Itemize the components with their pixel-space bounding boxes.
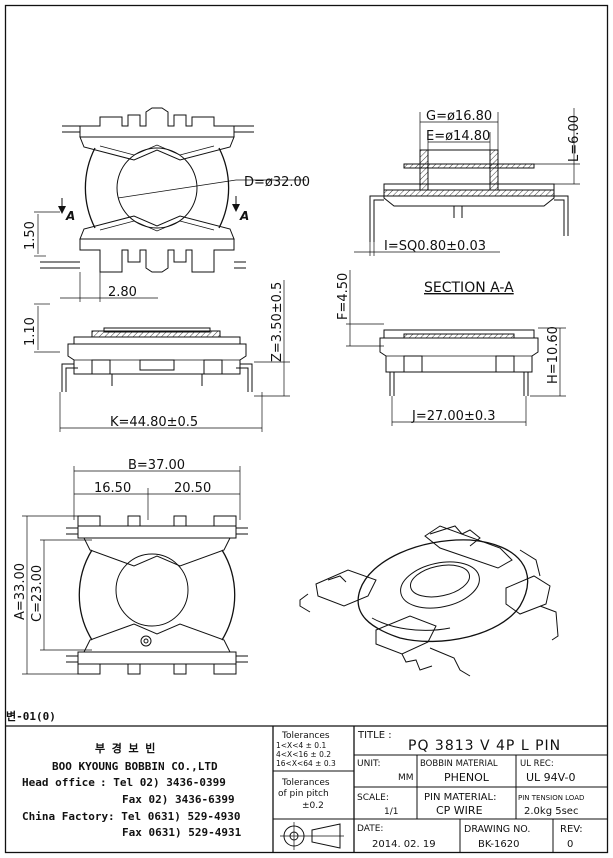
revision-note: 변-01(0) [6, 709, 56, 723]
side-view [34, 280, 290, 432]
drawing-no-value: BK-1620 [478, 839, 519, 850]
bottom-view [22, 466, 248, 675]
side-view-right [346, 270, 566, 426]
dim-z: Z=3.50±0.5 [270, 282, 285, 362]
china-factory-fax: Fax 0631) 529-4931 [122, 826, 242, 839]
section-mark-left: A [65, 209, 75, 223]
title-value: PQ 3813 V 4P L PIN [408, 738, 561, 754]
dim-j: J=27.00±0.3 [411, 409, 496, 424]
company-name: BOO KYOUNG BOBBIN CO.,LTD [52, 760, 218, 773]
unit-label: UNIT: [357, 759, 381, 769]
unit-value: MM [398, 773, 414, 783]
section-title: SECTION A-A [424, 280, 514, 296]
scale-label: SCALE: [357, 793, 389, 803]
dim-g: G=ø16.80 [426, 109, 492, 124]
tolerance-row-1: 1<X<4 ± 0.1 [276, 741, 326, 750]
ul-rec-label: UL REC: [520, 759, 554, 769]
dim-a: A=33.00 [13, 563, 28, 620]
dim-f: F=4.50 [336, 273, 351, 320]
tolerance-row-3: 16<X<64 ± 0.3 [276, 759, 336, 768]
title-label: TITLE : [357, 730, 392, 741]
section-view [354, 108, 580, 256]
pitch-tolerance-sub: of pin pitch [278, 789, 329, 799]
head-office-label: Head office [22, 776, 95, 789]
bobbin-material-value: PHENOL [444, 771, 490, 784]
tolerance-row-2: 4<X<16 ± 0.2 [276, 750, 331, 759]
pitch-tolerance-title: Tolerances [281, 778, 330, 788]
dim-20-50: 20.50 [174, 481, 211, 496]
rev-label: REV: [560, 824, 583, 835]
title-block [5, 725, 607, 852]
company-korean-name: 부 경 보 빈 [95, 741, 155, 755]
dim-16-50: 16.50 [94, 481, 131, 496]
pin-material-value: CP WIRE [436, 804, 483, 817]
dim-2-80: 2.80 [108, 285, 137, 300]
dim-1-50: 1.50 [23, 221, 38, 250]
drawing-no-label: DRAWING NO. [464, 824, 530, 835]
dim-b: B=37.00 [128, 458, 185, 473]
bobbin-material-label: BOBBIN MATERIAL [420, 759, 498, 769]
dim-i: I=SQ0.80±0.03 [384, 239, 486, 254]
tolerances-title: Tolerances [281, 731, 330, 741]
dim-k: K=44.80±0.5 [110, 415, 198, 430]
dim-1-10: 1.10 [23, 317, 38, 346]
section-mark-right: A [239, 209, 249, 223]
top-view [34, 107, 306, 302]
isometric-view [299, 525, 559, 677]
dim-c: C=23.00 [30, 565, 45, 622]
dim-e: E=ø14.80 [426, 129, 490, 144]
dim-l: L=6.00 [567, 115, 582, 162]
china-factory-label: China Factory [22, 810, 108, 823]
date-label: DATE: [357, 824, 383, 834]
sheet-border [4, 4, 609, 854]
pin-tension-label: PIN TENSION LOAD [518, 794, 584, 802]
pin-material-label: PIN MATERIAL: [424, 792, 496, 803]
scale-value: 1/1 [384, 807, 398, 817]
china-factory-tel: : Tel 0631) 529-4930 [108, 810, 240, 823]
rev-value: 0 [567, 839, 573, 850]
pin-tension-value: 2.0kg 5sec [524, 806, 578, 817]
pitch-tolerance-value: ±0.2 [302, 801, 324, 811]
head-office-fax: Fax 02) 3436-6399 [122, 793, 235, 806]
dim-h: H=10.60 [546, 326, 561, 384]
dim-d-diameter: D=ø32.00 [244, 175, 310, 190]
date-value: 2014. 02. 19 [372, 839, 436, 850]
head-office-tel: : Tel 02) 3436-0399 [100, 776, 226, 789]
ul-rec-value: UL 94V-0 [526, 771, 576, 784]
